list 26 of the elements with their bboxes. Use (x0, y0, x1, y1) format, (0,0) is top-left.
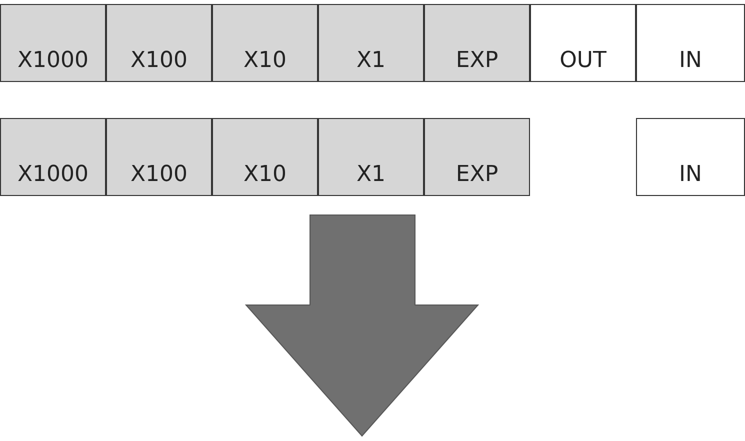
cell-label: X1000 (17, 48, 89, 73)
register-cell (636, 4, 745, 82)
register-cell (212, 118, 318, 196)
cell-label: IN (679, 48, 702, 73)
cell-label: IN (679, 162, 702, 187)
cell-label: EXP (456, 162, 498, 187)
cell-label: EXP (456, 48, 498, 73)
register-cell (106, 4, 212, 82)
cell-label: X100 (130, 162, 188, 187)
register-cell (0, 4, 106, 82)
register-cell (0, 118, 106, 196)
cell-label: X100 (130, 48, 188, 73)
register-cell (424, 118, 530, 196)
register-cell (106, 118, 212, 196)
register-cell (318, 4, 424, 82)
cell-label: X10 (243, 162, 287, 187)
register-cell (318, 118, 424, 196)
register-cell (212, 4, 318, 82)
register-cell (424, 4, 530, 82)
register-cell (636, 118, 745, 196)
cell-label: X10 (243, 48, 287, 73)
register-cell (530, 4, 636, 82)
cell-label: X1 (356, 162, 386, 187)
cell-label: X1000 (17, 162, 89, 187)
cell-label: OUT (560, 48, 606, 73)
cell-label: X1 (356, 48, 386, 73)
